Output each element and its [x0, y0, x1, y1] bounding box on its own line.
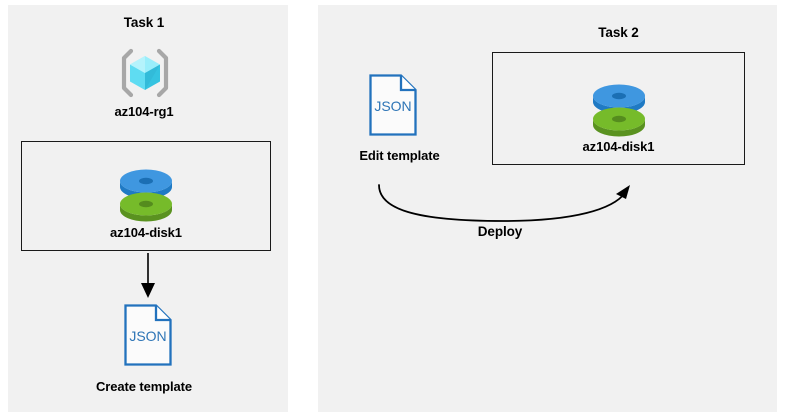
managed-disk-icon [591, 78, 647, 138]
resource-group-icon [117, 45, 173, 101]
json-file-text: JSON [129, 328, 166, 344]
task-2-panel [318, 5, 777, 412]
edit-template-label: Edit template [359, 148, 440, 163]
managed-disk-icon [118, 163, 174, 223]
json-file-icon: JSON [123, 303, 173, 367]
task-1-resource-box [21, 141, 271, 251]
task-2-resource-box [492, 52, 745, 165]
resource-group-label: az104-rg1 [114, 104, 174, 119]
create-template-label: Create template [95, 379, 193, 394]
json-file-text: JSON [374, 98, 411, 114]
down-arrow-icon [128, 253, 168, 303]
json-file-icon: JSON [368, 73, 418, 137]
task-2-title: Task 2 [598, 25, 639, 40]
task-1-title: Task 1 [123, 15, 165, 30]
managed-disk-label: az104-disk1 [110, 225, 182, 240]
deploy-curved-arrow-icon [375, 183, 640, 243]
deploy-label: Deploy [477, 224, 523, 239]
managed-disk-label: az104-disk1 [582, 139, 655, 154]
